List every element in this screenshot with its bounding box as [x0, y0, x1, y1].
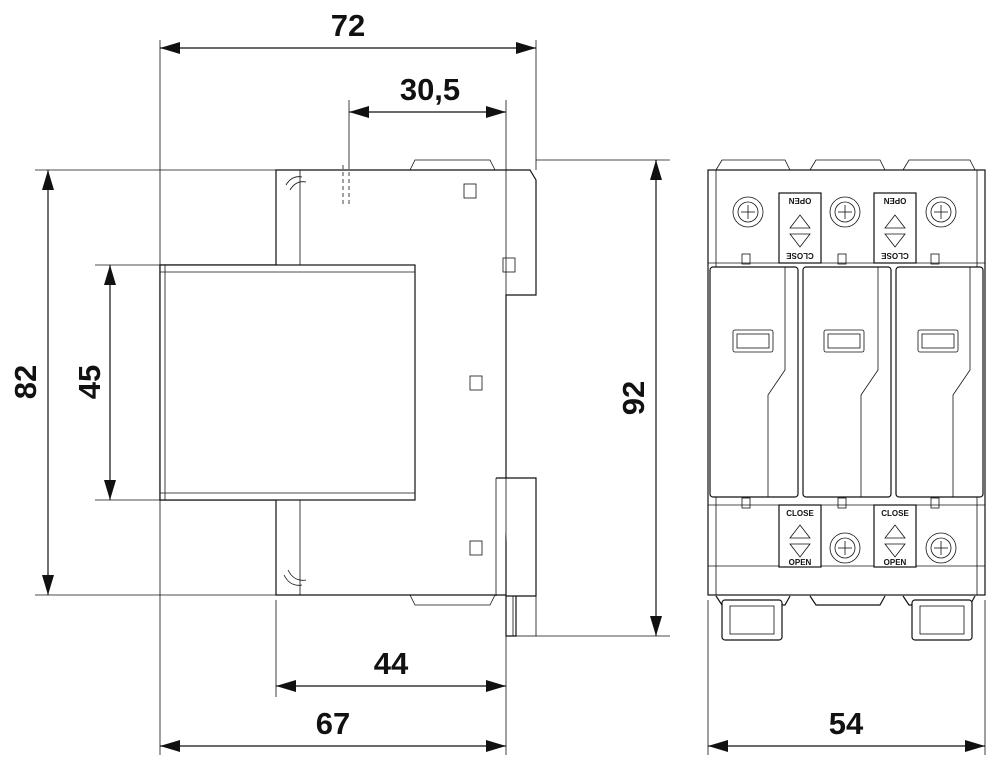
dimension-44: 44	[276, 646, 506, 692]
dimension-67: 67	[160, 706, 506, 752]
side-window-3	[469, 375, 483, 391]
dimension-72: 72	[160, 8, 536, 54]
screw-icon	[925, 532, 957, 564]
screw-icon	[732, 196, 764, 228]
close-label: CLOSE	[881, 509, 909, 518]
plug-module-1	[709, 266, 799, 498]
dimension-30-5: 30,5	[349, 72, 506, 118]
side-window-2	[502, 257, 516, 273]
dim-54-text: 54	[829, 706, 864, 741]
open-label: OPEN	[883, 196, 906, 205]
dim-82-text: 82	[8, 365, 43, 399]
dim-45-text: 45	[72, 365, 107, 399]
side-view	[159, 159, 537, 637]
front-foot-right	[911, 599, 973, 641]
side-plug-block	[159, 264, 416, 501]
dim-30-5-text: 30,5	[400, 72, 460, 107]
dim-67-text: 67	[316, 706, 350, 741]
dimension-92: 92	[616, 160, 662, 636]
dim-72-text: 72	[331, 8, 365, 43]
dim-92-text: 92	[616, 381, 651, 415]
plug-module-3	[895, 266, 984, 498]
screw-icon	[925, 196, 957, 228]
close-label: CLOSE	[786, 251, 814, 260]
screw-icon	[829, 196, 861, 228]
side-window-4	[469, 540, 483, 556]
open-label: OPEN	[788, 196, 811, 205]
dimension-82: 82	[8, 170, 54, 595]
plug-module-2	[802, 266, 892, 498]
close-label: CLOSE	[881, 251, 909, 260]
close-label: CLOSE	[786, 509, 814, 518]
open-label: OPEN	[789, 558, 812, 567]
dimension-54: 54	[708, 706, 985, 752]
screw-icon	[829, 532, 861, 564]
dimension-45: 45	[72, 265, 116, 500]
open-close-plate	[778, 504, 822, 568]
dim-44-text: 44	[374, 646, 409, 681]
front-view: OPEN CLOSE OPEN CLOSE CLOSE OPEN CLOSE O…	[707, 159, 986, 641]
side-window-1	[463, 183, 477, 199]
open-label: OPEN	[884, 558, 907, 567]
front-foot-left	[721, 599, 783, 641]
